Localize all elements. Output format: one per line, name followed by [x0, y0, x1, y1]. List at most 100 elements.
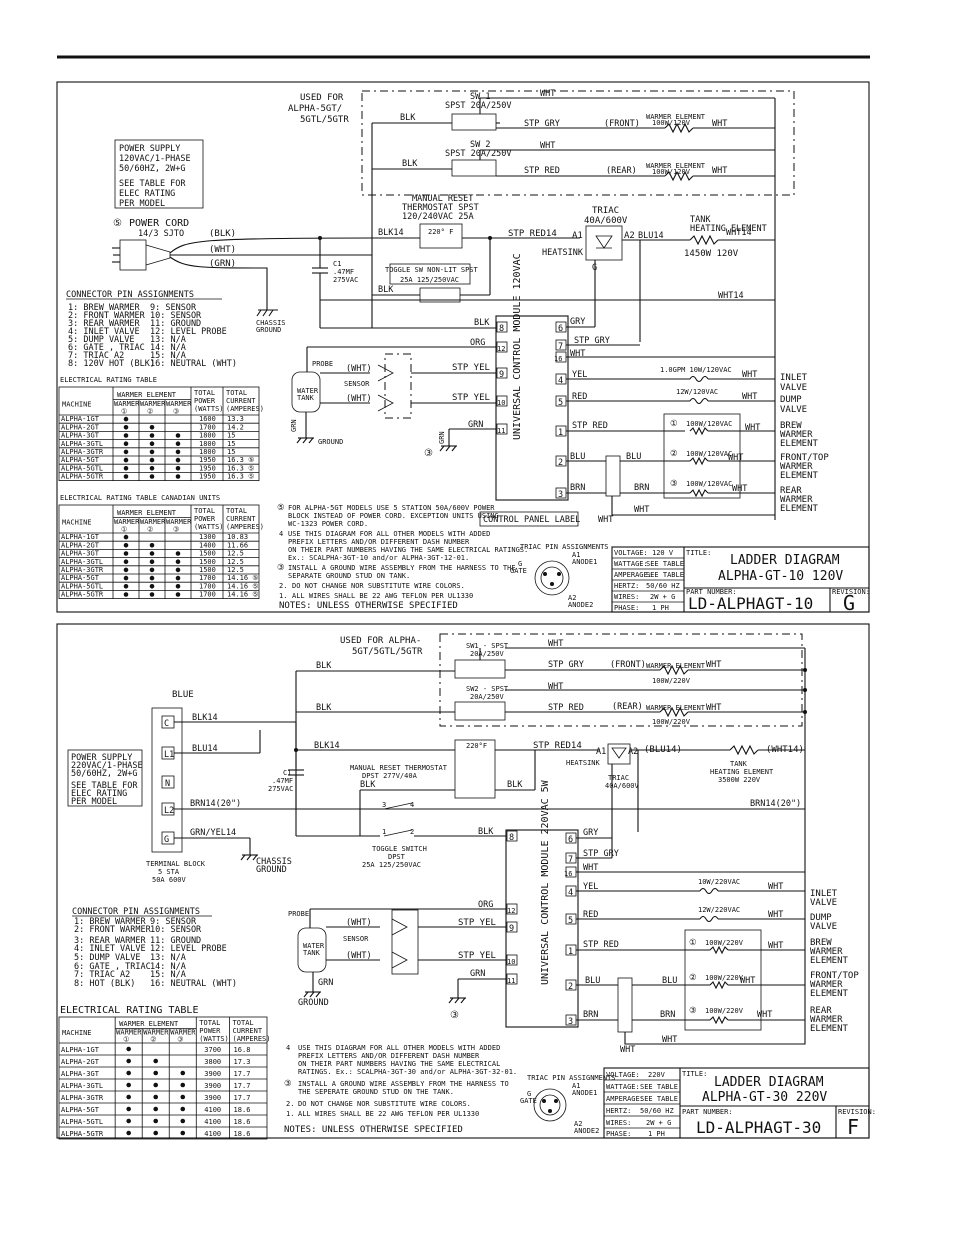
inlet-rating: 1.0GPM 10W/120VAC	[660, 366, 732, 374]
front-blu-label: BLU	[626, 452, 641, 462]
table-dot	[123, 441, 129, 447]
table-dot	[153, 1058, 159, 1064]
table-row-watts: 3800	[204, 1058, 221, 1066]
d2-pin3-brn: BRN	[583, 1010, 598, 1020]
tank-grn-label-d1: GRN	[290, 419, 298, 432]
svg-text:4: INLET VALVE: 4: INLET VALVE	[68, 327, 140, 337]
d2-sw2-blk: BLK	[316, 703, 332, 713]
table-dot	[126, 1058, 131, 1064]
table-row-amps: 16.3 ⑤	[227, 464, 254, 472]
d2-sw1-rating: 20A/250V	[470, 650, 505, 658]
svg-text:USE THIS DIAGRAM FOR ALL OTHER: USE THIS DIAGRAM FOR ALL OTHER MODELS WI…	[288, 530, 490, 538]
d2-pin10-stp-yel: STP YEL	[458, 951, 496, 961]
svg-text:7: 7	[558, 342, 563, 352]
svg-text:15: N/A: 15: N/A	[150, 351, 186, 361]
th-current: (AMPERES)	[233, 1035, 271, 1043]
table-row-amps: 14.16 ⑤	[227, 582, 259, 590]
sw2-wht-label: WHT	[540, 141, 555, 151]
jumper-block	[605, 455, 621, 497]
d2-rear-wht2: WHT	[757, 1010, 772, 1020]
d2-chassis: CHASSIS	[256, 857, 292, 867]
th-current: CURRENT	[226, 515, 256, 523]
svg-text:G: G	[164, 835, 169, 845]
jumper-wht-label: WHT	[598, 515, 613, 525]
svg-text:PART NUMBER:: PART NUMBER:	[682, 1108, 733, 1116]
d2-brew-rating: 100W/220V	[705, 939, 744, 947]
d2-pin1-stp-red: STP RED	[583, 940, 619, 950]
d2-tank: TANK	[730, 760, 748, 768]
optional-switch-box-d2	[439, 633, 803, 727]
th-power: TOTAL	[199, 1019, 220, 1027]
svg-text:11: GROUND: 11: GROUND	[150, 936, 201, 946]
svg-text:120 V: 120 V	[652, 549, 674, 557]
th-warmer-col: WARMER	[140, 400, 166, 408]
svg-text:FRONT/TOP: FRONT/TOP	[810, 971, 859, 981]
svg-text:REVISION:: REVISION:	[838, 1108, 876, 1116]
table-row-machine: ALPHA-3GTR	[61, 1094, 104, 1102]
th-power: POWER	[199, 1027, 221, 1035]
th-power: POWER	[194, 515, 216, 523]
table-row-watts: 3700	[204, 1046, 221, 1054]
title-block-d1: VOLTAGE:120 V WATTAGE:SEE TABLE AMPERAGE…	[611, 546, 870, 615]
svg-text:5: 5	[558, 398, 563, 408]
table-row-machine: ALPHA-2GT	[61, 541, 100, 549]
svg-text:G: G	[518, 560, 522, 568]
d2-power-supply-box	[67, 749, 143, 807]
svg-text:PART NUMBER:: PART NUMBER:	[686, 588, 737, 596]
pin2-blu-label: BLU	[570, 452, 585, 462]
svg-text:WATTAGE:: WATTAGE:	[606, 1083, 640, 1091]
th-warmer: WARMER ELEMENT	[117, 391, 177, 399]
terminal-block-pins: C L1 N L2 G	[161, 715, 175, 845]
table-row-amps: 17.7	[234, 1070, 251, 1078]
tank-label: TANK	[690, 215, 711, 225]
th-current: (AMPERES)	[226, 523, 264, 531]
diagram-1-ladder-120v: USED FOR ALPHA-5GT/ 5GTL/5GTR BLK SW 1 S…	[56, 81, 870, 615]
svg-text:9: 9	[499, 370, 504, 380]
svg-text:BREW: BREW	[780, 421, 802, 431]
rear-brn-label: BRN	[634, 483, 649, 493]
table-row-watts: 4100	[204, 1130, 221, 1138]
table-row-amps: 15	[227, 432, 235, 440]
d2-rear-rating: 100W/220V	[652, 718, 691, 726]
svg-text:NOTES: UNLESS OTHERWISE SPECIF: NOTES: UNLESS OTHERWISE SPECIFIED	[279, 601, 458, 611]
table-row-machine: ALPHA-3GT	[61, 550, 100, 558]
d2-toggle-switch	[383, 802, 413, 837]
table-dot	[180, 1094, 186, 1100]
table-row-watts: 3900	[204, 1082, 221, 1090]
table-dot	[149, 474, 155, 479]
table-row-watts: 1950	[199, 456, 216, 464]
dump-rating: 12W/120VAC	[676, 388, 718, 396]
table-dot	[149, 441, 155, 447]
th-current: TOTAL	[226, 507, 247, 515]
thermostat-line1: MANUAL RESET	[412, 194, 473, 204]
table-dot	[126, 1106, 131, 1112]
d2-front-blu: BLU	[662, 976, 677, 986]
brew-rating: 100W/120VAC	[686, 420, 732, 428]
svg-text:2: 2	[410, 828, 414, 836]
triac-a2-d1: A2	[624, 231, 635, 241]
svg-text:1.: 1.	[286, 1110, 294, 1118]
used-for2-line2: 5GT/5GTL/5GTR	[352, 647, 423, 657]
table-dot	[123, 551, 129, 556]
table-row-machine: ALPHA-5GTL	[61, 1118, 103, 1126]
triac-rating: 40A/600V	[584, 216, 628, 226]
diagram-2-ladder-220v: USED FOR ALPHA- 5GT/5GTL/5GTR BLK SW1 - …	[56, 623, 876, 1140]
d2-a2: A2	[628, 747, 638, 757]
svg-text:(WHT): (WHT)	[346, 951, 372, 961]
svg-text:HERTZ:: HERTZ:	[614, 582, 639, 590]
tank-ground-label-d1: GROUND	[318, 438, 343, 446]
table-dot	[153, 1082, 159, 1088]
cord-blk-label: (BLK)	[209, 229, 236, 239]
table-row-amps: 17.3	[234, 1058, 251, 1066]
svg-text:INLET: INLET	[780, 373, 808, 383]
d2-a1: A1	[596, 747, 606, 757]
d2-toggle-line2: DPST	[388, 853, 406, 861]
d2-tb-line1: TERMINAL BLOCK	[146, 860, 206, 868]
table-dot	[149, 584, 155, 589]
water-tank-label-d1: WATER	[297, 387, 319, 395]
water-tank-label2-d1: TANK	[297, 394, 315, 402]
svg-text:C: C	[164, 719, 169, 729]
d2-c1: C1	[283, 769, 291, 777]
th-warmer-num: ②	[147, 408, 153, 416]
